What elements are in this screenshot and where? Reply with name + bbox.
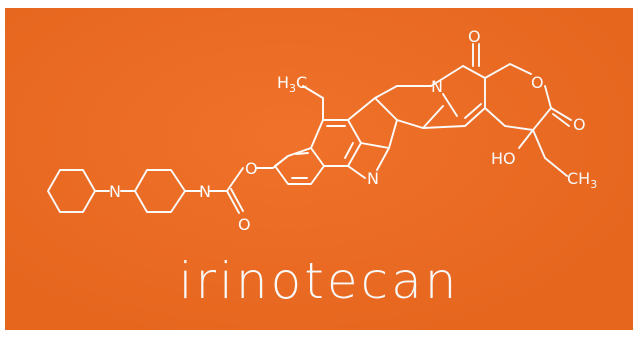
- o-ester-label: O: [245, 159, 258, 178]
- structure-diagram: H3C N O O O N HO CH3 O O N N: [47, 27, 597, 234]
- molecule-canvas: H3C N O O O N HO CH3 O O N N irinotecan: [5, 8, 633, 330]
- n-quinoline-label: N: [367, 169, 379, 188]
- n-piperidine-a-label: N: [109, 182, 121, 201]
- methyl-top-label: H3C: [277, 73, 307, 95]
- o-ketone-top-label: O: [468, 27, 481, 46]
- o-ring-label: O: [531, 73, 544, 92]
- molecule-name: irinotecan: [178, 252, 460, 310]
- hydroxyl-label: HO: [491, 149, 516, 168]
- o-carbonyl-label: O: [238, 215, 251, 234]
- atom-labels: H3C N O O O N HO CH3 O O N N: [109, 27, 597, 234]
- n-piperidine-b-label: N: [199, 182, 211, 201]
- n-lactam-label: N: [431, 77, 443, 96]
- bonds: [47, 43, 572, 214]
- methyl-right-label: CH3: [567, 169, 597, 191]
- o-lactone-label: O: [573, 115, 586, 134]
